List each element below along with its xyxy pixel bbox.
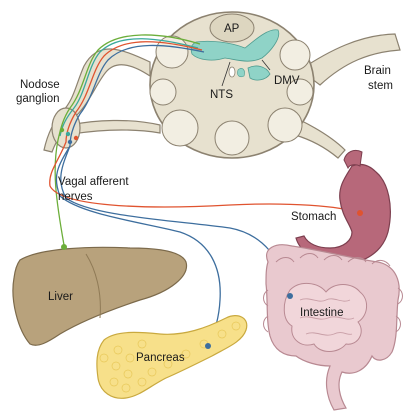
stomach-endpoint — [357, 210, 363, 216]
intestine-endpoint — [287, 293, 293, 299]
label-nts: NTS — [210, 89, 233, 101]
label-pancreas: Pancreas — [136, 352, 185, 364]
label-vagal-2: nerves — [58, 191, 93, 203]
vagus-nerve-bundle — [44, 49, 160, 152]
intestine — [264, 245, 403, 410]
brain-stem-lower-arm — [295, 120, 345, 158]
label-vagal-1: Vagal afferent — [58, 176, 129, 188]
lobe-2 — [280, 40, 310, 70]
ganglion-dot-teal — [66, 132, 70, 136]
label-dmv: DMV — [274, 75, 300, 87]
lobe-7 — [150, 79, 176, 105]
label-ap: AP — [224, 23, 240, 35]
label-nodose-2: ganglion — [16, 93, 59, 105]
stomach — [296, 150, 390, 264]
ganglion-dot-green — [60, 128, 64, 132]
label-intestine: Intestine — [300, 307, 343, 319]
pancreas-endpoint — [205, 343, 211, 349]
label-nodose-1: Nodose — [20, 79, 60, 91]
label-brain-stem-2: stem — [368, 80, 393, 92]
lobe-3 — [162, 110, 198, 146]
label-liver: Liver — [48, 291, 73, 303]
dmv-region-small — [237, 68, 244, 76]
liver-endpoint — [61, 244, 67, 250]
label-brain-stem-1: Brain — [364, 65, 391, 77]
central-canal — [229, 67, 235, 77]
brain-stem-extension — [300, 34, 400, 85]
lobe-4 — [215, 121, 249, 155]
ganglion-dot-red — [74, 136, 78, 140]
label-stomach: Stomach — [291, 211, 336, 223]
nerve-lower-branch — [70, 120, 160, 134]
ganglion-dot-blue — [68, 140, 72, 144]
lobe-5 — [268, 108, 302, 142]
